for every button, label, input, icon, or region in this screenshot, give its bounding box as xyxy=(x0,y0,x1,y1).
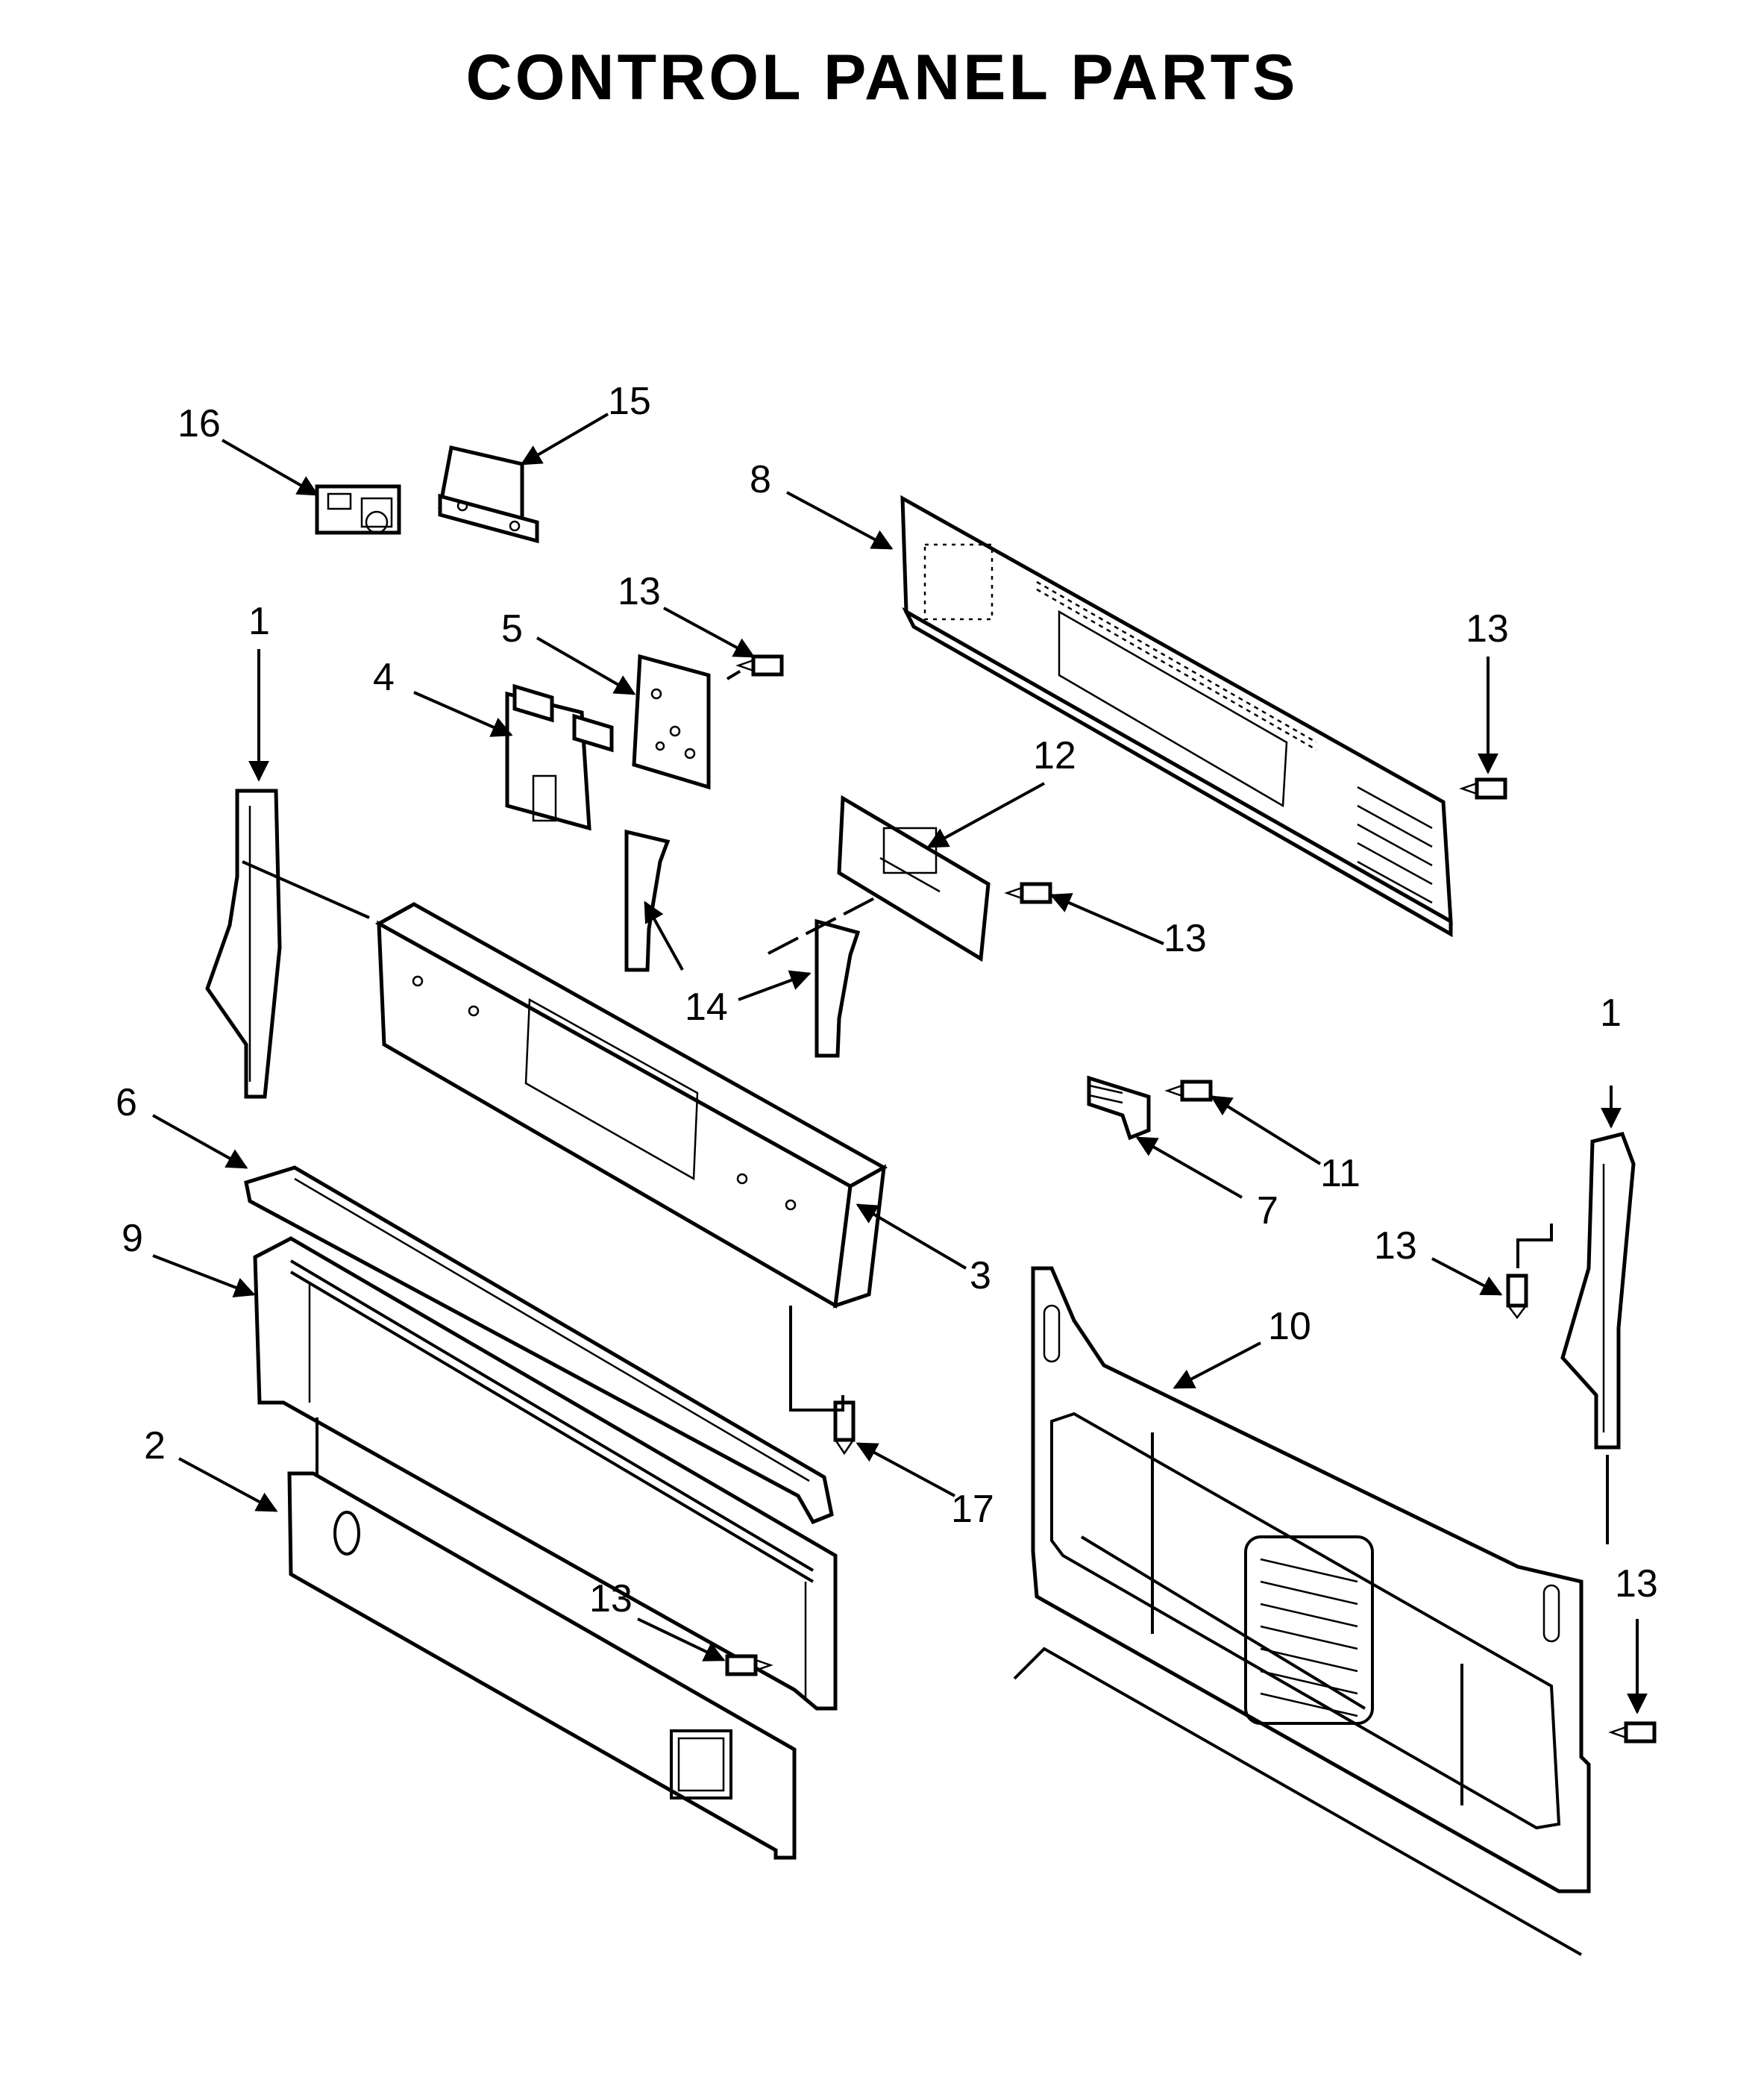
callout-13-bottom-right: 13 xyxy=(1615,1562,1658,1606)
part-13-screw-bottom-right[interactable] xyxy=(1608,1721,1657,1744)
part-16-switch[interactable] xyxy=(315,484,401,535)
callout-11: 11 xyxy=(1320,1152,1360,1195)
callout-10: 10 xyxy=(1268,1305,1311,1348)
part-2-rear-cover[interactable] xyxy=(287,1471,797,1860)
callout-9: 9 xyxy=(122,1217,143,1260)
callout-12: 12 xyxy=(1033,734,1076,777)
assembly-guide-lines xyxy=(242,666,1609,1544)
part-9-bracket-rail[interactable] xyxy=(253,1236,838,1711)
callout-14: 14 xyxy=(685,986,728,1029)
part-3-control-panel[interactable] xyxy=(374,902,888,1309)
part-4-board-bracket[interactable] xyxy=(505,683,614,831)
part-14-clip-upper[interactable] xyxy=(624,829,671,972)
leader-lines xyxy=(152,413,1648,1714)
part-10-back-panel[interactable] xyxy=(1013,1266,1591,1956)
callout-2: 2 xyxy=(144,1424,166,1467)
callout-15: 15 xyxy=(608,380,651,423)
part-1-right-side-bracket[interactable] xyxy=(1560,1132,1636,1450)
callout-13-top: 13 xyxy=(618,570,661,613)
callout-13-right-top: 13 xyxy=(1466,607,1509,651)
callout-1-right: 1 xyxy=(1600,992,1622,1035)
callout-13-side: 13 xyxy=(1374,1224,1417,1268)
part-13-screw-right-bracket[interactable] xyxy=(1459,777,1507,800)
part-11-screw[interactable] xyxy=(1164,1080,1213,1102)
callout-6: 6 xyxy=(116,1081,137,1124)
callout-5: 5 xyxy=(501,607,523,651)
part-13-screw-side[interactable] xyxy=(1506,1274,1528,1320)
callout-4: 4 xyxy=(373,656,395,699)
part-13-screw-top[interactable] xyxy=(735,654,784,677)
part-5-control-board[interactable] xyxy=(632,654,711,790)
callout-16: 16 xyxy=(178,402,221,445)
callout-13-bottom-left: 13 xyxy=(589,1577,633,1620)
page-title: CONTROL PANEL PARTS xyxy=(465,42,1299,113)
part-7-clip[interactable] xyxy=(1087,1075,1151,1141)
callout-8: 8 xyxy=(750,458,771,501)
part-13-screw-module[interactable] xyxy=(1004,882,1052,904)
part-15-bracket[interactable] xyxy=(438,445,539,544)
callout-13-module: 13 xyxy=(1164,917,1207,960)
callout-3: 3 xyxy=(970,1254,991,1297)
callout-7: 7 xyxy=(1257,1189,1278,1232)
part-8-rear-bracket[interactable] xyxy=(900,495,1453,938)
part-14-clip-lower[interactable] xyxy=(814,918,861,1058)
callout-17: 17 xyxy=(951,1488,994,1531)
callout-1-left: 1 xyxy=(248,600,270,643)
part-13-screw-bottom-left[interactable] xyxy=(725,1654,773,1676)
part-1-left-side-bracket[interactable] xyxy=(205,789,282,1099)
callout-labels: 16 15 8 13 5 4 1 13 12 13 14 1 6 11 7 9 … xyxy=(116,380,1658,1620)
part-6-trim[interactable] xyxy=(244,1165,834,1525)
part-12-ui-module[interactable] xyxy=(837,795,991,962)
